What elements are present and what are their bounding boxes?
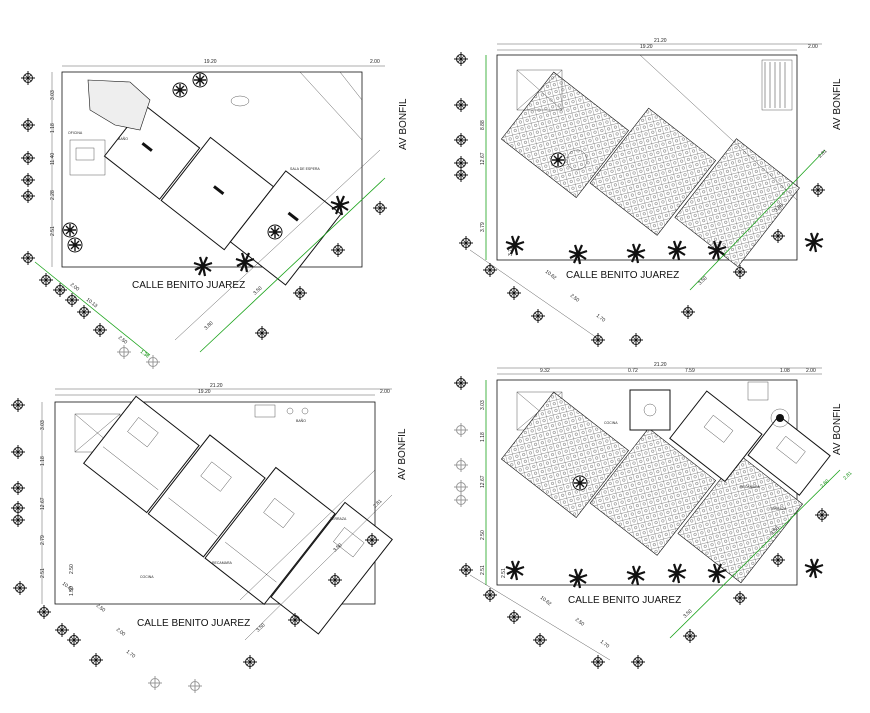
street-label-top-right: CALLE BENITO JUAREZ xyxy=(566,270,679,281)
svg-text:2.50: 2.50 xyxy=(569,293,581,304)
plan-bottom-right: 21.20 9.32 0.72 7.59 1.08 2.00 3.03 1.18… xyxy=(453,362,854,670)
svg-text:3.03: 3.03 xyxy=(50,90,56,100)
room-label-bedroom-d: RECAMARA xyxy=(740,485,761,489)
svg-text:2.81: 2.81 xyxy=(372,498,383,509)
room-label-terrace-b: TERRAZA xyxy=(330,517,347,521)
svg-text:21.20: 21.20 xyxy=(654,362,667,368)
svg-text:7.59: 7.59 xyxy=(685,368,695,374)
svg-text:0.72: 0.72 xyxy=(628,368,638,374)
street-label-bottom-right: CALLE BENITO JUAREZ xyxy=(568,595,681,606)
dim-plan3-left-b: 1.50 xyxy=(69,586,75,596)
svg-text:3.03: 3.03 xyxy=(480,400,486,410)
svg-text:3.03: 3.03 xyxy=(40,420,46,430)
svg-text:11.40: 11.40 xyxy=(50,153,56,165)
svg-text:3.79: 3.79 xyxy=(480,222,486,232)
svg-text:2.50: 2.50 xyxy=(574,617,586,628)
room-label-terrace-d: TERRAZA xyxy=(770,507,787,511)
svg-text:2.50: 2.50 xyxy=(480,530,486,540)
room-label-bath-b: BAÑO xyxy=(296,418,306,423)
svg-text:2.00: 2.00 xyxy=(380,389,390,395)
svg-text:3.80: 3.80 xyxy=(203,320,214,331)
svg-text:1.38: 1.38 xyxy=(139,349,151,360)
svg-text:2.00: 2.00 xyxy=(115,627,127,638)
svg-text:2.81: 2.81 xyxy=(817,148,828,159)
svg-text:1.08: 1.08 xyxy=(780,368,790,374)
plan-top-left: 19.20 2.00 3.03 1.18 11.40 2.28 2.51 OFI… xyxy=(20,59,409,370)
svg-text:2.60: 2.60 xyxy=(819,478,830,489)
street-label-bottom-left: CALLE BENITO JUAREZ xyxy=(137,618,250,629)
svg-text:1.18: 1.18 xyxy=(480,432,486,442)
plan-top-right: 21.20 19.20 2.00 8.88 12.67 3.79 3.50 3.… xyxy=(453,38,843,348)
svg-text:3.50: 3.50 xyxy=(252,285,263,296)
avenue-label-bottom-right: AV BONFIL xyxy=(832,403,843,455)
room-label-bedroom-b: RECAMARA xyxy=(212,561,233,565)
svg-text:1.70: 1.70 xyxy=(599,639,611,650)
svg-text:19.20: 19.20 xyxy=(198,389,211,395)
svg-text:2.00: 2.00 xyxy=(69,282,81,293)
street-label-top-left: CALLE BENITO JUAREZ xyxy=(132,280,245,291)
room-label-office: OFICINA xyxy=(68,131,83,135)
plan-bottom-left: 21.20 19.20 2.00 3.03 1.18 12.67 2.79 2.… xyxy=(10,383,408,694)
svg-text:2.00: 2.00 xyxy=(370,59,380,65)
svg-text:10.62: 10.62 xyxy=(539,595,553,608)
dim-plan4-left: 2.51 xyxy=(501,568,507,578)
room-label-bath: BAÑO xyxy=(118,136,128,141)
svg-text:1.70: 1.70 xyxy=(595,313,607,324)
svg-text:2.51: 2.51 xyxy=(40,568,46,578)
svg-text:3.50: 3.50 xyxy=(682,608,693,619)
svg-text:2.50: 2.50 xyxy=(117,335,129,346)
room-label-kitchen-d: COCINA xyxy=(604,421,618,425)
avenue-label-top-left: AV BONFIL xyxy=(398,98,409,150)
svg-text:12.67: 12.67 xyxy=(40,497,46,510)
svg-text:19.20: 19.20 xyxy=(204,59,217,65)
svg-text:19.20: 19.20 xyxy=(640,44,653,50)
avenue-label-bottom-left: AV BONFIL xyxy=(397,428,408,480)
svg-text:1.18: 1.18 xyxy=(40,456,46,466)
svg-text:8.88: 8.88 xyxy=(480,120,486,130)
room-label-kitchen-b: COCINA xyxy=(140,575,154,579)
svg-text:3.60: 3.60 xyxy=(773,202,784,213)
svg-text:2.50: 2.50 xyxy=(95,603,107,614)
svg-text:10.62: 10.62 xyxy=(544,269,558,282)
svg-text:21.20: 21.20 xyxy=(210,383,223,389)
svg-text:2.28: 2.28 xyxy=(50,190,56,200)
svg-text:3.50: 3.50 xyxy=(255,622,266,633)
svg-text:3.50: 3.50 xyxy=(769,525,780,536)
svg-text:2.00: 2.00 xyxy=(808,44,818,50)
svg-text:2.51: 2.51 xyxy=(50,226,56,236)
svg-text:2.79: 2.79 xyxy=(40,535,46,545)
svg-text:9.32: 9.32 xyxy=(540,368,550,374)
svg-text:3.50: 3.50 xyxy=(697,275,708,286)
svg-text:2.81: 2.81 xyxy=(842,470,853,481)
svg-text:2.51: 2.51 xyxy=(480,565,486,575)
svg-text:12.67: 12.67 xyxy=(480,152,486,165)
avenue-label-top-right: AV BONFIL xyxy=(832,78,843,130)
svg-text:1.70: 1.70 xyxy=(125,649,137,660)
svg-text:12.67: 12.67 xyxy=(480,475,486,488)
room-label-waiting: SALA DE ESPERA xyxy=(290,167,320,171)
svg-text:21.20: 21.20 xyxy=(654,38,667,44)
svg-text:1.18: 1.18 xyxy=(50,123,56,133)
svg-text:2.00: 2.00 xyxy=(806,368,816,374)
svg-text:3.50: 3.50 xyxy=(332,542,343,553)
dimension-labels: 3.79 2.50 1.50 2.51 xyxy=(69,246,514,596)
dim-plan3-left: 2.50 xyxy=(69,564,75,574)
dim-plan2-left: 3.79 xyxy=(508,246,514,256)
